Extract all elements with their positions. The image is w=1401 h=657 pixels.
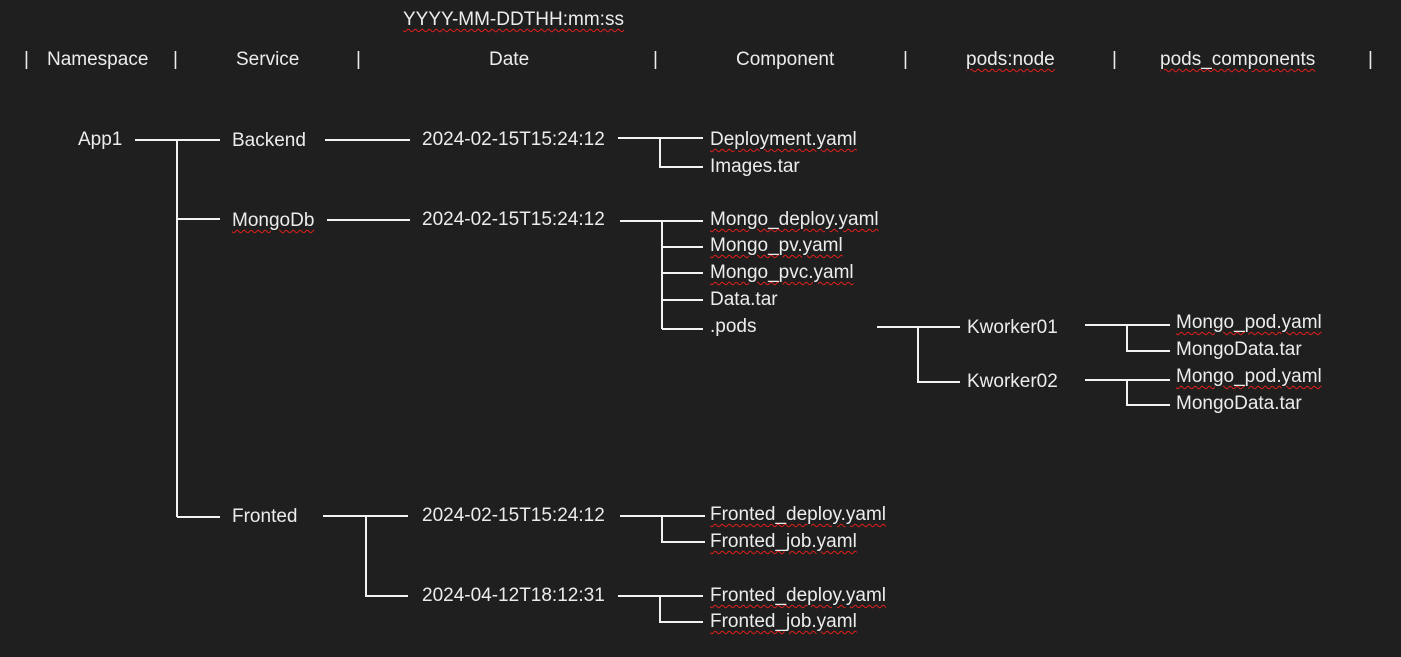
connector-backend-components [618,137,703,168]
component-node: Data.tar [710,289,778,310]
header-component: Component [736,49,835,70]
header-date: Date [489,49,530,70]
connector-fronted-date2-components [618,595,703,623]
pod-component-node: MongoData.tar [1176,339,1302,360]
namespace-node: App1 [78,129,123,150]
connector-fronted-date1-components [620,515,705,543]
header-pods-node: pods:node [966,49,1055,70]
header-namespace: Namespace [47,49,149,70]
component-node-pods: .pods [710,316,757,337]
component-node: Fronted_job.yaml [710,611,857,632]
service-node-fronted: Fronted [232,506,298,527]
date-node: 2024-02-15T15:24:12 [422,505,605,526]
connector-app1-trunk [135,139,220,518]
component-node: Deployment.yaml [710,129,857,150]
connector-kworker02-components [1085,379,1170,406]
connector-mongodb-components [620,220,703,330]
date-node: 2024-04-12T18:12:31 [422,585,605,606]
date-node: 2024-02-15T15:24:12 [422,209,605,230]
header-separator: | [653,49,658,70]
header-separator: | [903,49,908,70]
header-service: Service [236,49,300,70]
pod-component-node: MongoData.tar [1176,393,1302,414]
component-node: Fronted_deploy.yaml [710,585,887,606]
component-node: Mongo_deploy.yaml [710,209,879,230]
header-separator: | [24,49,29,70]
service-node-mongodb: MongoDb [232,210,315,231]
component-node: Images.tar [710,156,800,177]
pod-component-node: Mongo_pod.yaml [1176,312,1322,333]
pod-node: Kworker01 [967,317,1058,338]
header-separator: | [1368,49,1373,70]
header-separator: | [1112,49,1117,70]
header-separator: | [356,49,361,70]
service-node-backend: Backend [232,130,306,151]
connector-fronted-dates [323,515,408,597]
component-node: Fronted_job.yaml [710,531,857,552]
component-node: Fronted_deploy.yaml [710,504,887,525]
connector-kworker01-components [1085,324,1170,352]
date-node: 2024-02-15T15:24:12 [422,129,605,150]
header-separator: | [173,49,178,70]
pod-node: Kworker02 [967,371,1058,392]
header-pods-components: pods_components [1160,49,1316,70]
component-node: Mongo_pvc.yaml [710,262,854,283]
connector-pods-nodes [877,326,960,383]
pod-component-node: Mongo_pod.yaml [1176,366,1322,387]
date-format-label: YYYY-MM-DDTHH:mm:ss [403,9,624,30]
component-node: Mongo_pv.yaml [710,235,843,256]
